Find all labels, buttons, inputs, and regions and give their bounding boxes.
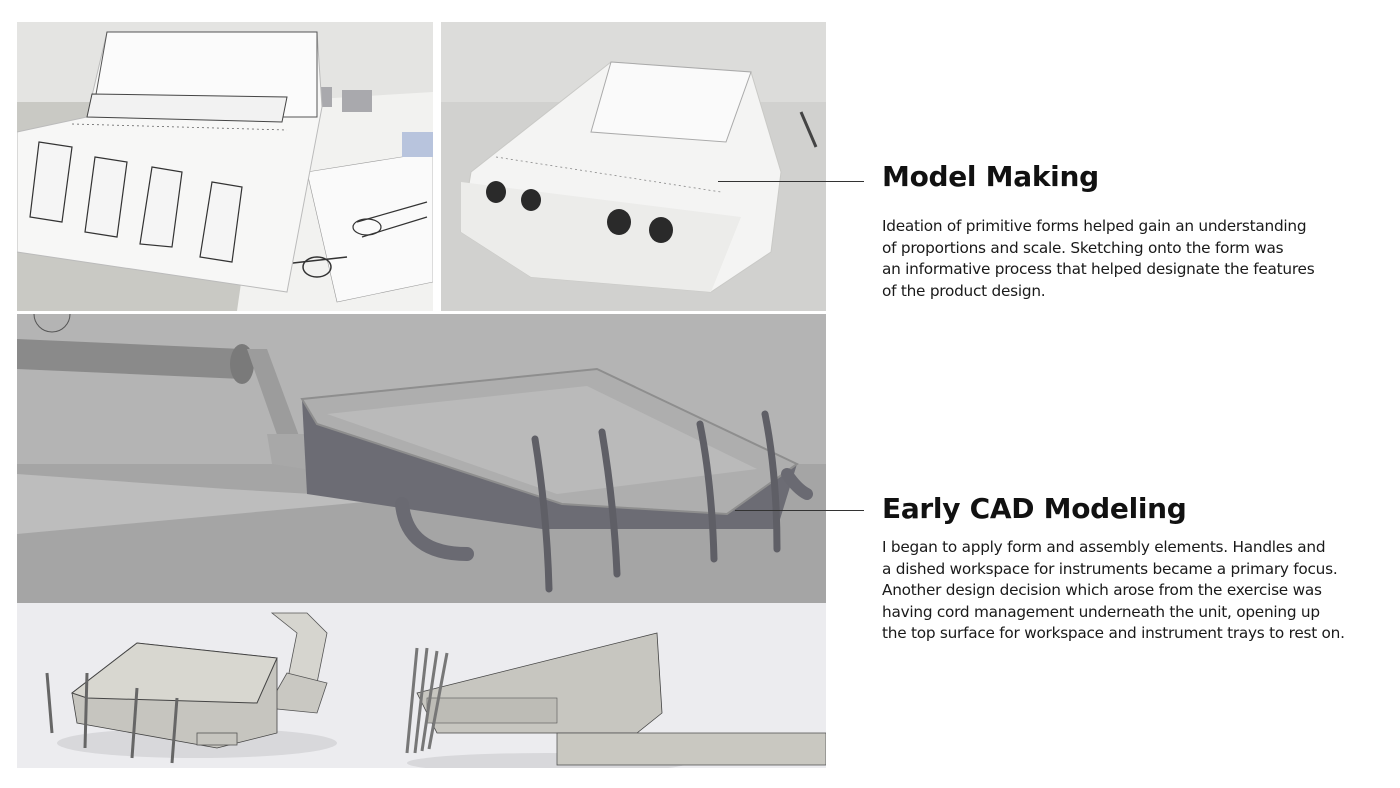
cad-unit-illustration [17,314,826,603]
paper-mockup-illustration [441,22,826,311]
leader-line-model-making [718,181,864,182]
leader-line-cad-modeling [735,510,864,511]
section-description: I began to apply form and assembly eleme… [882,538,1345,642]
section-early-cad-modeling: Early CAD Modeling I began to apply form… [882,492,1382,645]
photo-paper-mockup [441,22,826,311]
photo-sketch-model [17,22,433,311]
cad-wireframe-views [17,603,826,768]
cad-render-unit [17,314,826,603]
section-title: Model Making [882,160,1099,193]
section-description: Ideation of primitive forms helped gain … [882,217,1315,300]
section-title: Early CAD Modeling [882,492,1187,525]
sketch-model-illustration [17,22,433,311]
cad-wireframe-illustration [17,603,826,768]
section-model-making: Model Making Ideation of primitive forms… [882,160,1382,302]
